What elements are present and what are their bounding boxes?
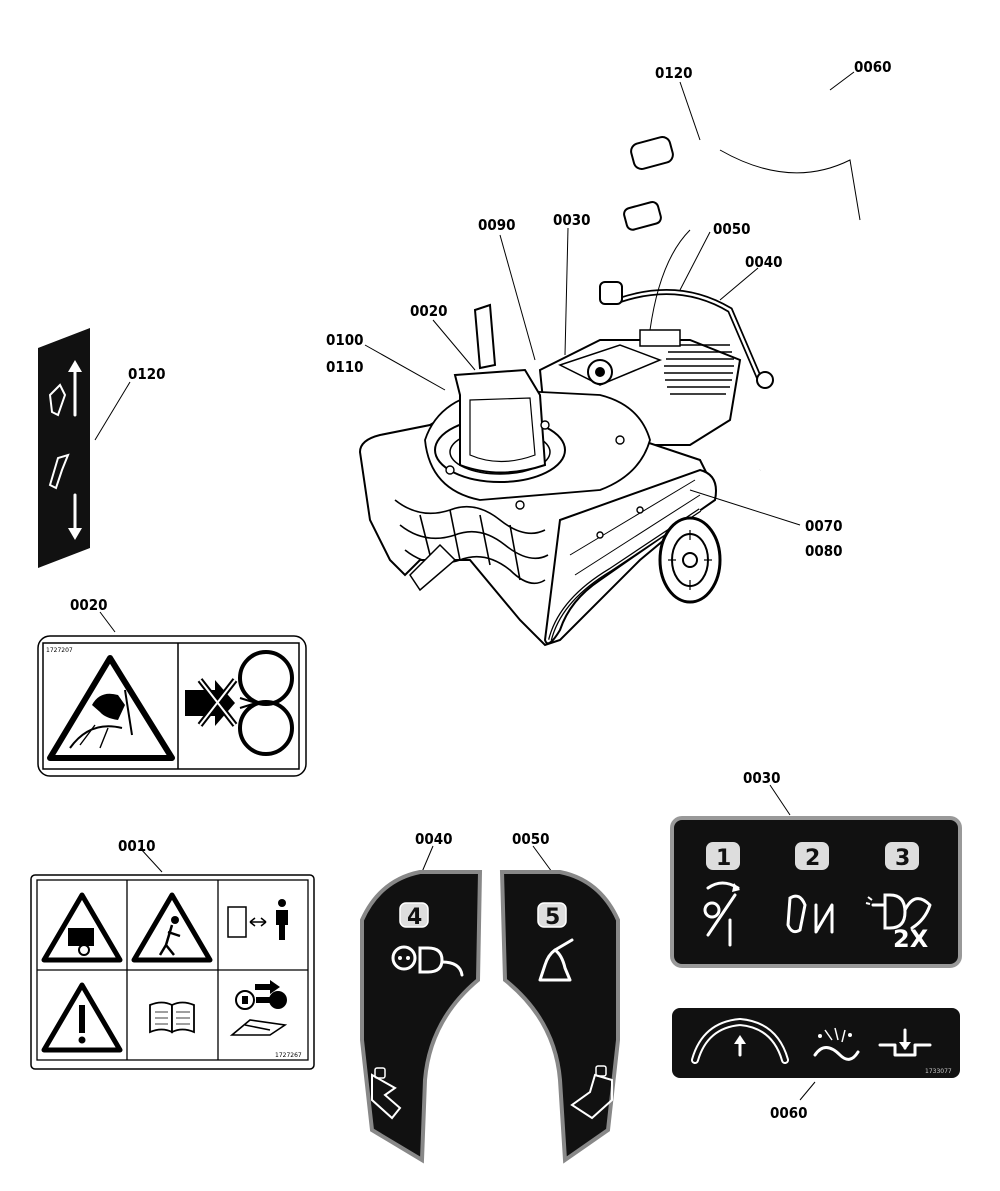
remove-key-icon (229, 980, 288, 1036)
decal-0050: 5 (499, 870, 620, 1164)
decal-0040-step: 4 (407, 905, 422, 930)
callout-0020-top: 0020 (410, 302, 448, 320)
chute-up-arrow-icon (48, 360, 82, 417)
decal-0030-step-1: 1 (716, 846, 731, 871)
callout-0080: 0080 (805, 542, 843, 560)
decal-0030-start-steps: 1 2 3 2X (670, 816, 962, 968)
callout-0050-bottom: 0050 (512, 830, 550, 848)
decal-0030-step-2: 2 (805, 846, 820, 871)
read-manual-icon (149, 1001, 195, 1034)
callout-0020-left: 0020 (70, 596, 108, 614)
callout-0120-left: 0120 (128, 365, 166, 383)
callout-0060-top: 0060 (854, 58, 892, 76)
callout-labels: 0120 0060 0090 0030 0050 0040 0020 0100 … (70, 58, 892, 1122)
callout-0090: 0090 (478, 216, 516, 234)
decal-0010-partno: 1727267 (275, 1052, 302, 1059)
snow-thrower-illustration (358, 48, 891, 647)
hand-in-impeller-warning-icon (47, 655, 175, 761)
decal-0020-partno: 1727207 (46, 647, 73, 654)
callout-0040-bottom: 0040 (415, 830, 453, 848)
decal-0060-partno: 1733077 (925, 1068, 952, 1075)
decal-0010-safety-panel: 1727267 (30, 874, 315, 1070)
decal-0030-step-3: 3 (895, 846, 910, 871)
chute-down-arrow-icon (48, 453, 82, 540)
callout-0040-top: 0040 (745, 253, 783, 271)
decal-0120-chute-direction (38, 328, 90, 568)
decal-0040: 4 (360, 870, 483, 1164)
callout-0100: 0100 (326, 331, 364, 349)
callout-0110: 0110 (326, 358, 364, 376)
thrown-object-icon (185, 650, 294, 756)
decal-0020-hand-warning: 1727207 (37, 635, 307, 777)
callout-0060-bottom: 0060 (770, 1104, 808, 1122)
leader-lines (94, 71, 855, 1101)
callout-0050-top: 0050 (713, 220, 751, 238)
callout-0030-top: 0030 (553, 211, 591, 229)
general-warning-icon (41, 982, 123, 1053)
decal-0050-step: 5 (545, 905, 560, 930)
callout-0030-right: 0030 (743, 769, 781, 787)
callout-0070: 0070 (805, 517, 843, 535)
callout-0120-top: 0120 (655, 64, 693, 82)
callout-0010: 0010 (118, 837, 156, 855)
decal-0030-repeat-2x: 2X (893, 925, 929, 953)
decal-0060-control-bar: 1733077 (672, 1008, 960, 1078)
